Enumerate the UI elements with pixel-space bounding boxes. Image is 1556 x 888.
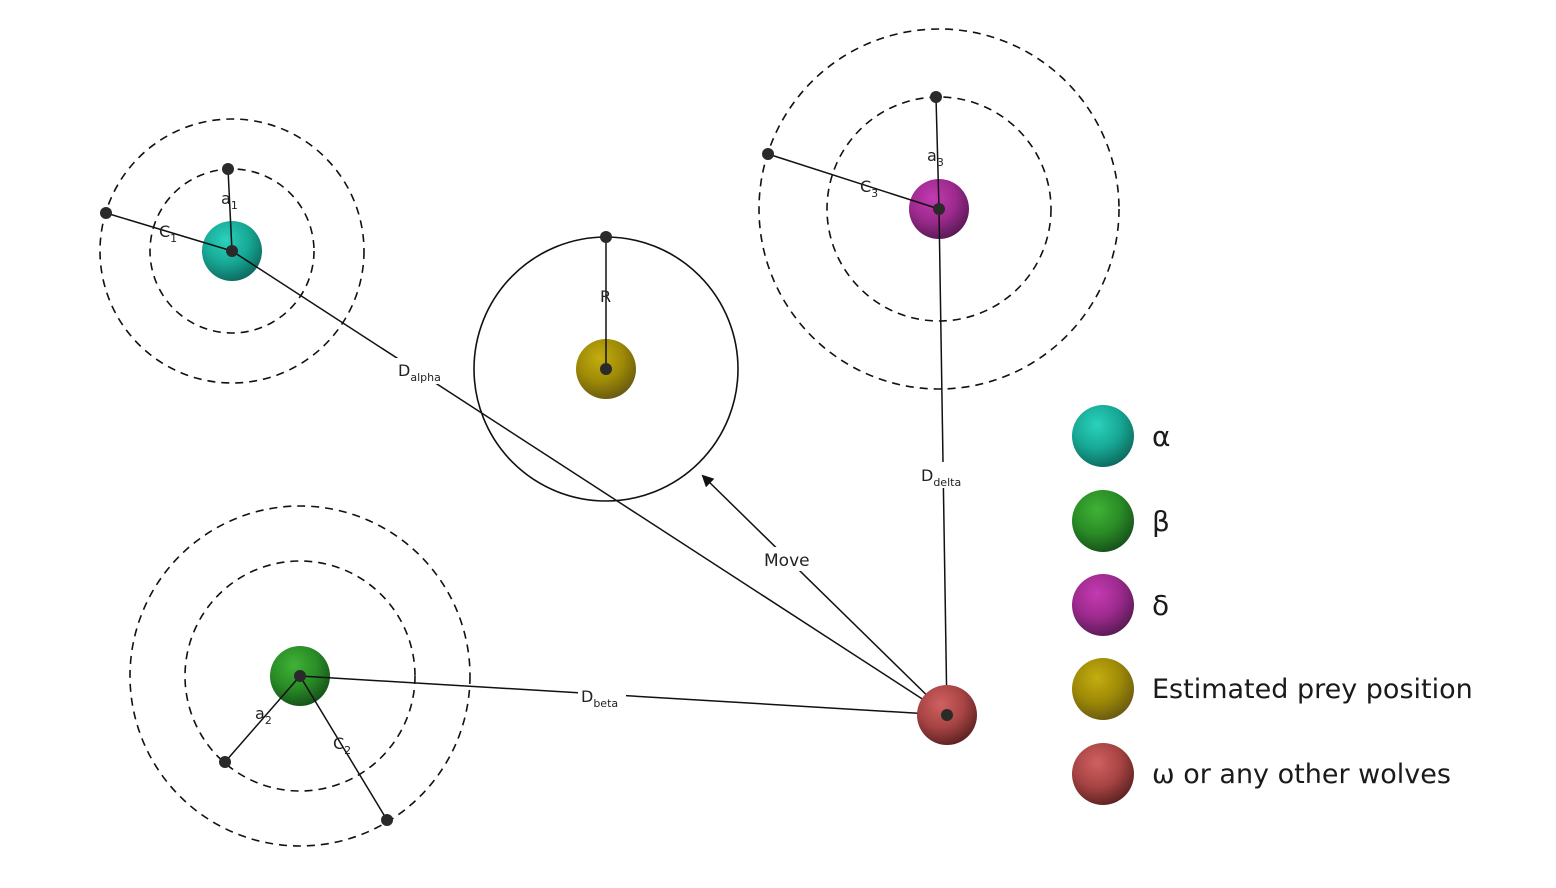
alpha-outer-dashed-circle <box>99 118 365 384</box>
legend-item-prey: Estimated prey position <box>1072 658 1473 720</box>
beta-a2-line <box>224 675 301 763</box>
legend-swatch-beta <box>1072 490 1134 552</box>
beta-center-point <box>294 670 306 682</box>
delta-inner-dashed-circle <box>826 96 1052 322</box>
omega-center-point <box>941 709 953 721</box>
move-arrow <box>701 474 948 716</box>
legend-label-beta: β <box>1152 505 1170 538</box>
beta-inner-dashed-circle <box>184 560 416 792</box>
alpha-a1-point <box>222 163 234 175</box>
legend-swatch-alpha <box>1072 405 1134 467</box>
omega-group: Dalpha Dbeta Ddelta Move <box>226 203 977 745</box>
legend-label-prey: Estimated prey position <box>1152 674 1473 705</box>
legend-item-delta: δ <box>1072 574 1169 636</box>
beta-c2-line <box>299 675 388 821</box>
legend-swatch-omega <box>1072 743 1134 805</box>
move-label: Move <box>764 551 810 571</box>
d-alpha-label: Dalpha <box>398 361 441 384</box>
alpha-c1-point <box>100 207 112 219</box>
legend-swatch-prey <box>1072 658 1134 720</box>
beta-outer-dashed-circle <box>129 505 471 847</box>
delta-outer-dashed-circle <box>758 28 1120 390</box>
alpha-a1-line <box>227 168 233 252</box>
delta-a3-line <box>935 96 940 210</box>
legend-label-delta: δ <box>1152 589 1169 622</box>
alpha-center-point <box>226 245 238 257</box>
beta-a2-point <box>219 756 231 768</box>
legend-swatch-delta <box>1072 574 1134 636</box>
d-alpha-line <box>231 250 948 716</box>
legend-label-omega: ω or any other wolves <box>1152 759 1451 790</box>
legend-label-alpha: α <box>1152 420 1170 453</box>
delta-c3-line <box>767 153 940 210</box>
c1-label: C1 <box>159 222 177 245</box>
legend-item-alpha: α <box>1072 405 1170 467</box>
c2-label: C2 <box>333 734 351 757</box>
delta-center-point <box>933 203 945 215</box>
legend-item-beta: β <box>1072 490 1170 552</box>
r-label: R <box>600 287 611 306</box>
alpha-c1-line <box>105 212 233 252</box>
d-beta-label: Dbeta <box>581 687 618 710</box>
a2-label: a2 <box>255 704 272 727</box>
prey-r-point <box>600 231 612 243</box>
beta-c2-point <box>381 814 393 826</box>
c3-label: C3 <box>860 177 878 200</box>
prey-center-point <box>600 363 612 375</box>
delta-c3-point <box>762 148 774 160</box>
d-delta-label: Ddelta <box>921 466 961 489</box>
delta-a3-point <box>930 91 942 103</box>
a3-label: a3 <box>927 146 944 169</box>
legend-item-omega: ω or any other wolves <box>1072 743 1451 805</box>
a1-label: a1 <box>221 189 238 212</box>
legend: α β δ Estimated prey position ω or any o… <box>1072 405 1473 805</box>
